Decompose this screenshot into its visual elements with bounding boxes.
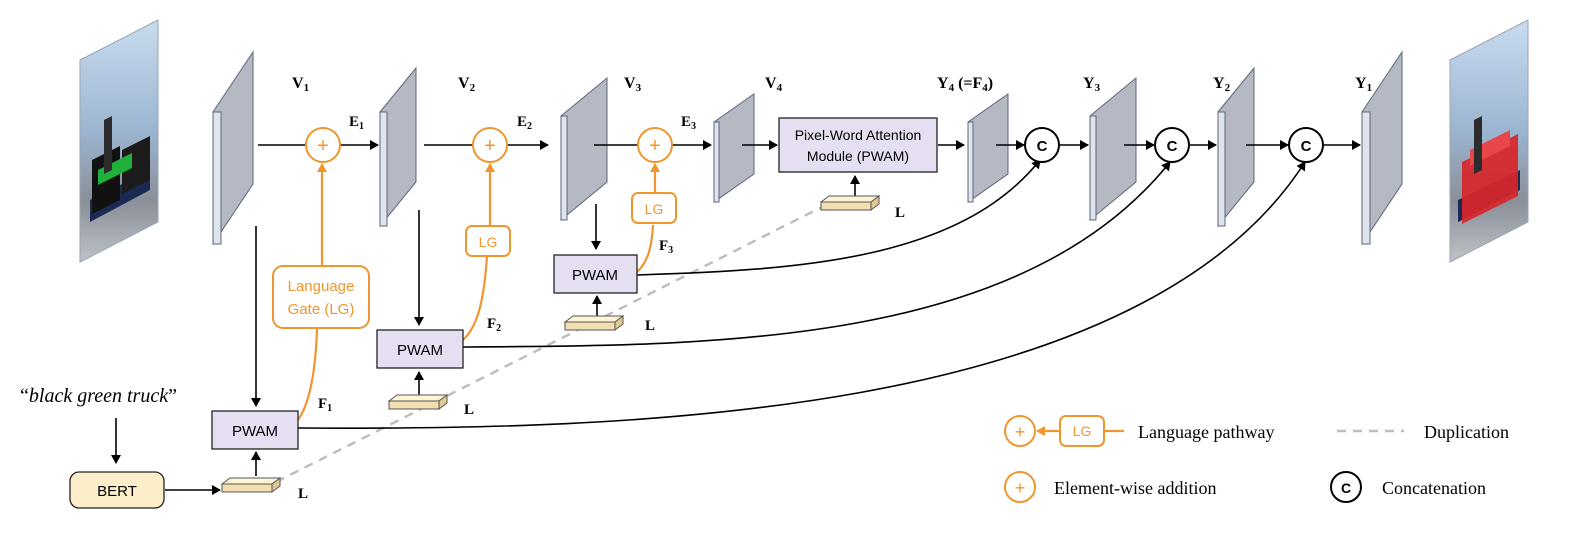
language-features-3: L (563, 315, 655, 334)
label-f1: F1 (318, 396, 332, 414)
concat-node-3: C (1288, 127, 1324, 163)
svg-text:+: + (484, 135, 496, 157)
svg-text:Pixel-Word Attention: Pixel-Word Attention (795, 127, 922, 143)
duplication-lines (275, 204, 825, 484)
svg-text:BERT: BERT (97, 483, 137, 500)
svg-text:E3: E3 (681, 114, 696, 132)
svg-text:F3: F3 (659, 238, 673, 256)
svg-text:+: + (317, 135, 329, 157)
skip-curves (297, 159, 1306, 429)
language-gate-1: Language Gate (LG) (272, 265, 370, 329)
label-y1: Y1 (1355, 75, 1372, 94)
language-pathway-lines (297, 163, 660, 421)
output-image (1449, 19, 1529, 263)
legend-concatenation: C Concatenation (1330, 471, 1486, 503)
slab-y1 (1361, 50, 1403, 246)
label-f3: F3 (659, 238, 673, 256)
svg-text:Gate (LG): Gate (LG) (288, 301, 355, 318)
svg-text:Y1: Y1 (1355, 75, 1372, 94)
svg-text:F2: F2 (487, 316, 501, 334)
input-image (79, 19, 159, 263)
svg-text:LG: LG (479, 234, 498, 250)
pwam-3: PWAM (553, 254, 638, 294)
svg-text:V1: V1 (292, 75, 309, 94)
svg-text:L: L (464, 402, 474, 418)
legend-element-wise-addition: + Element-wise addition (1004, 471, 1216, 503)
l-up-arrows (251, 175, 860, 476)
svg-text:C: C (1167, 138, 1178, 155)
label-v2: V2 (458, 75, 476, 94)
svg-text:Y3: Y3 (1083, 75, 1101, 94)
legend-language-pathway: + LG Language pathway (1004, 415, 1274, 447)
svg-text:L: L (645, 318, 655, 334)
language-gate-3: LG (631, 192, 677, 224)
svg-text:PWAM: PWAM (232, 423, 278, 440)
label-y2: Y2 (1213, 75, 1231, 94)
pwam-2: PWAM (376, 329, 464, 369)
slab-y3 (1089, 76, 1137, 222)
concat-node-1: C (1024, 127, 1060, 163)
label-y3: Y3 (1083, 75, 1101, 94)
legend-duplication: Duplication (1337, 422, 1509, 442)
slab-y4 (967, 93, 1009, 203)
svg-text:L: L (298, 486, 308, 502)
label-f2: F2 (487, 316, 501, 334)
addition-node-1: + (305, 127, 341, 163)
bert-encoder: BERT (69, 471, 165, 509)
slab-v4 (713, 93, 755, 203)
legend: + LG Language pathway Duplication + Elem… (1004, 415, 1509, 503)
svg-text:E2: E2 (517, 114, 532, 132)
addition-node-2: + (472, 127, 508, 163)
svg-text:PWAM: PWAM (572, 267, 618, 284)
svg-text:LG: LG (645, 201, 664, 217)
addition-node-3: + (637, 127, 673, 163)
svg-text:Element-wise addition: Element-wise addition (1054, 478, 1216, 498)
svg-text:Language: Language (288, 278, 355, 295)
label-e2: E2 (517, 114, 532, 132)
svg-text:+: + (1015, 422, 1026, 442)
svg-text:Module (PWAM): Module (PWAM) (807, 148, 909, 164)
slab-v1 (212, 50, 254, 246)
pwam-1: PWAM (211, 410, 299, 450)
svg-text:+: + (1015, 478, 1026, 498)
concat-node-2: C (1154, 127, 1190, 163)
label-v4: V4 (765, 75, 783, 94)
slab-v2 (379, 66, 417, 228)
language-features-1: L (220, 477, 308, 502)
slab-y2 (1217, 66, 1255, 228)
svg-text:Y4 (=F4): Y4 (=F4) (937, 75, 993, 94)
svg-text:PWAM: PWAM (397, 342, 443, 359)
label-v1: V1 (292, 75, 309, 94)
label-e1: E1 (349, 114, 364, 132)
svg-text:V4: V4 (765, 75, 783, 94)
svg-text:“black green truck”: “black green truck” (20, 385, 177, 407)
language-features-2: L (387, 394, 474, 418)
svg-text:V2: V2 (458, 75, 476, 94)
svg-text:C: C (1341, 480, 1351, 496)
language-gate-2: LG (465, 225, 511, 257)
svg-text:L: L (895, 205, 905, 221)
label-v3: V3 (624, 75, 642, 94)
svg-text:C: C (1301, 138, 1312, 155)
query-text: “black green truck” (20, 385, 177, 407)
svg-text:E1: E1 (349, 114, 364, 132)
label-e3: E3 (681, 114, 696, 132)
svg-text:LG: LG (1073, 423, 1092, 439)
svg-text:C: C (1037, 138, 1048, 155)
svg-text:V3: V3 (624, 75, 642, 94)
svg-text:Language pathway: Language pathway (1138, 422, 1274, 442)
svg-text:Y2: Y2 (1213, 75, 1231, 94)
language-features-4: L (819, 195, 905, 221)
down-arrows (111, 204, 601, 495)
svg-text:Concatenation: Concatenation (1382, 478, 1486, 498)
slab-v3 (560, 76, 608, 222)
pwam-4: Pixel-Word Attention Module (PWAM) (778, 117, 938, 173)
svg-text:F1: F1 (318, 396, 332, 414)
svg-text:+: + (649, 135, 661, 157)
label-y4: Y4 (=F4) (937, 75, 993, 94)
svg-text:Duplication: Duplication (1424, 422, 1509, 442)
